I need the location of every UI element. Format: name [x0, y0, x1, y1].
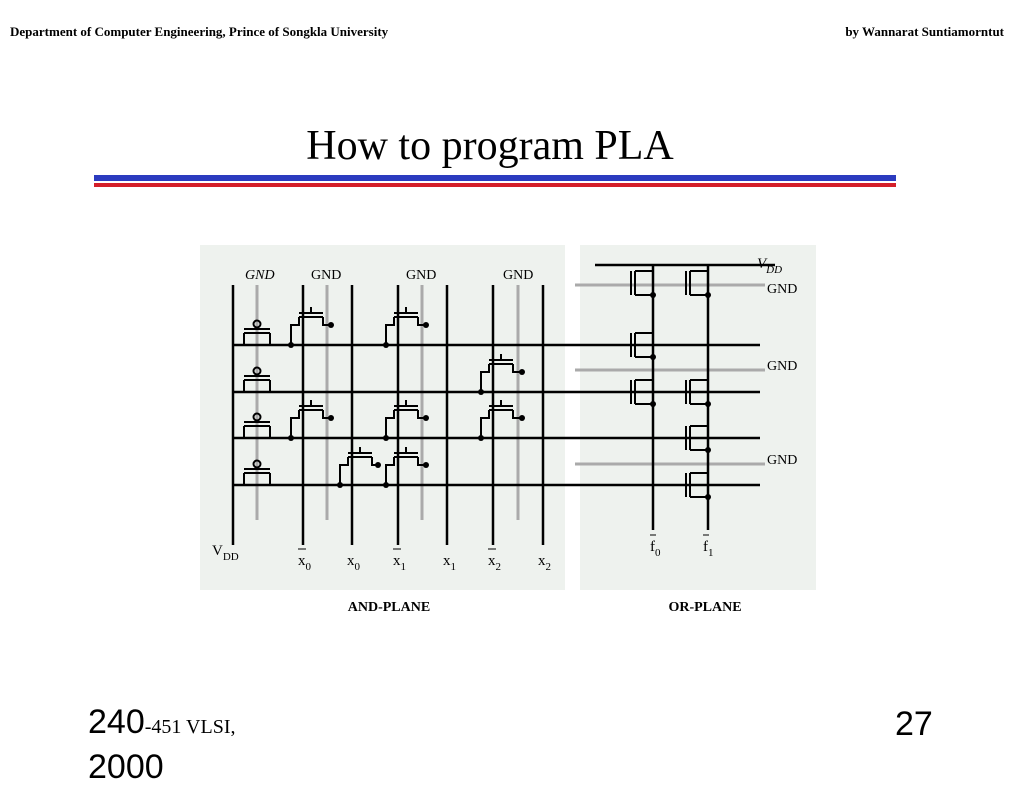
and-plane-transistors [243, 307, 522, 485]
header-author: by Wannarat Suntiamorntut [845, 24, 1004, 39]
and-gnd-label-2: GND [311, 268, 341, 283]
junction-dot [423, 462, 429, 468]
footer-course: 240-451 VLSI, 2000 [88, 702, 235, 787]
junction-dot [705, 401, 711, 407]
junction-dot [705, 494, 711, 500]
or-plane-transistors [630, 270, 708, 498]
page-number: 27 [895, 705, 933, 743]
nmos-drain [290, 410, 300, 438]
pmos-bubble [252, 412, 262, 422]
pmos-bubble [252, 366, 262, 376]
or-gnd-label-3: GND [767, 453, 797, 468]
junction-dot [478, 435, 484, 441]
junction-dot [705, 292, 711, 298]
junction-dot [423, 415, 429, 421]
nmos-drain [339, 457, 349, 485]
input-label-x1-bar: x1 [393, 553, 406, 573]
and-gnd-label-1: GND [245, 268, 275, 283]
or-plane-wires [565, 263, 775, 530]
nmos-drain [290, 317, 300, 345]
junction-dot [328, 322, 334, 328]
or-gnd-label-2: GND [767, 359, 797, 374]
or-plane-caption: OR-PLANE [668, 600, 741, 615]
junction-dot [288, 342, 294, 348]
and-plane-wires [231, 285, 565, 545]
title-rule-blue [94, 175, 896, 181]
and-gnd-label-3: GND [406, 268, 436, 283]
junction-dot [383, 435, 389, 441]
input-label-x2: x2 [538, 553, 551, 573]
connection-dots [288, 292, 711, 500]
and-plane-panel [200, 245, 565, 590]
junction-dot [478, 389, 484, 395]
input-label-x2-bar: x2 [488, 553, 501, 573]
output-label-f0-bar: f0 [650, 539, 661, 559]
input-label-x0-bar: x0 [298, 553, 312, 573]
input-label-x1: x1 [443, 553, 456, 573]
junction-dot [337, 482, 343, 488]
output-label-f1-bar: f1 [703, 539, 714, 559]
pla-diagram: GND GND GND GND VDD x0 x0 x1 x1 x2 x2 VD… [200, 245, 816, 615]
footer-course-text: -451 VLSI, [144, 716, 236, 738]
junction-dot [383, 342, 389, 348]
slide-title: How to program PLA [306, 123, 674, 169]
and-gnd-label-4: GND [503, 268, 533, 283]
or-plane-panel [580, 245, 816, 590]
junction-dot [650, 292, 656, 298]
pmos-bubble [252, 319, 262, 329]
input-label-x0: x0 [347, 553, 361, 573]
nmos-drain [480, 410, 490, 438]
footer-course-number: 240 [88, 703, 145, 741]
junction-dot [375, 462, 381, 468]
and-plane-caption: AND-PLANE [348, 600, 430, 615]
junction-dot [650, 354, 656, 360]
nmos-drain [385, 317, 395, 345]
header-department: Department of Computer Engineering, Prin… [10, 24, 389, 39]
nmos-drain [385, 410, 395, 438]
footer-year: 2000 [88, 748, 164, 786]
junction-dot [288, 435, 294, 441]
nmos-drain [480, 364, 490, 392]
or-gnd-label-1: GND [767, 282, 797, 297]
junction-dot [328, 415, 334, 421]
junction-dot [650, 401, 656, 407]
junction-dot [705, 447, 711, 453]
pmos-bubble [252, 459, 262, 469]
junction-dot [423, 322, 429, 328]
junction-dot [519, 369, 525, 375]
and-vdd-label: VDD [212, 543, 239, 563]
nmos-drain [385, 457, 395, 485]
or-vdd-label: VDD [757, 256, 782, 276]
title-rule-red [94, 183, 896, 187]
junction-dot [519, 415, 525, 421]
junction-dot [383, 482, 389, 488]
or-plane-gnd-lines [575, 283, 765, 466]
